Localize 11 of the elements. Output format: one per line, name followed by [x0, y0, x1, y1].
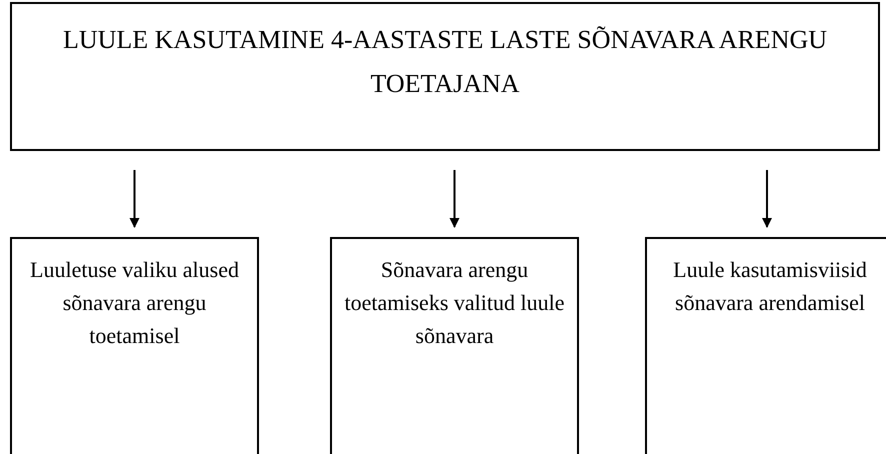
topic-box [330, 237, 579, 454]
topic-box [10, 237, 259, 454]
arrow [762, 170, 772, 228]
arrow [130, 170, 140, 228]
box-text: LUULE KASUTAMINE 4-AASTASTE LASTE SÕNAVARA ARENGU TOETAJANA [62, 24, 828, 100]
box-text: Luule kasutamisviisid sõnavara arendamisel [672, 256, 868, 317]
title-box [10, 2, 880, 151]
box-text: Luuletuse valiku alused sõnavara arengu toetamisel [29, 256, 240, 350]
arrow [450, 170, 460, 228]
topic-box [645, 237, 886, 454]
box-text: Sõnavara arengu toetamiseks valitud luule sõnavara [344, 256, 566, 350]
